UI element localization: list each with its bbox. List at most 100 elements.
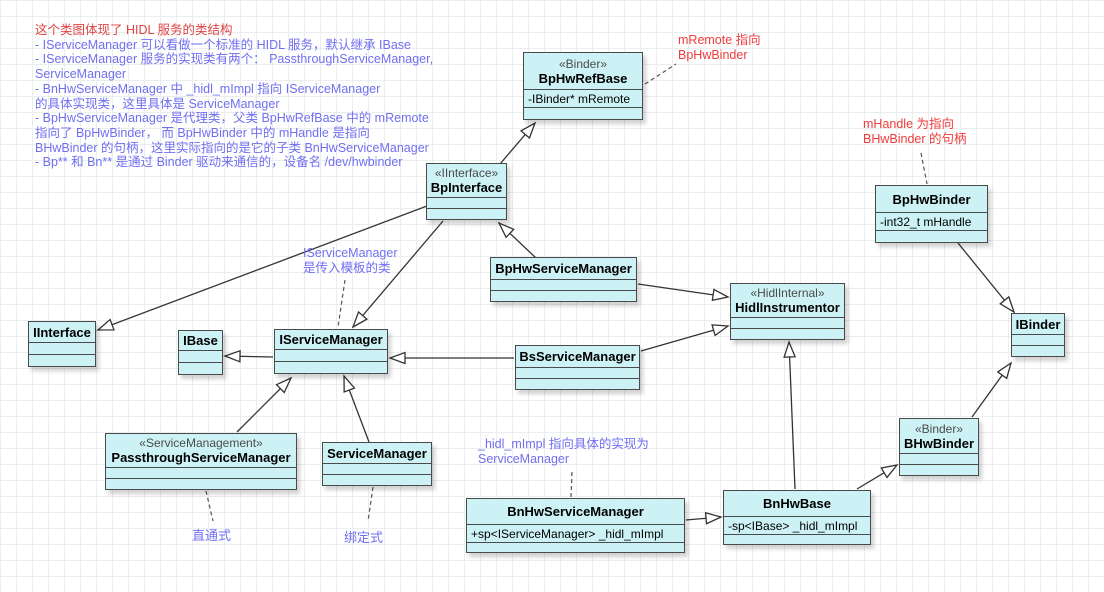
class-name: BHwBinder [903, 435, 975, 451]
empty-compartment [275, 361, 387, 373]
empty-compartment [516, 367, 639, 378]
class-servicemanager: ServiceManager [322, 442, 432, 486]
class-name: ServiceManager [327, 445, 427, 461]
edge-bphwbinder-to-ibinder [957, 242, 1016, 314]
class-header: BpHwServiceManager [491, 258, 636, 279]
empty-compartment [900, 464, 978, 475]
class-header: «Binder» BHwBinder [900, 419, 978, 453]
class-header: ServiceManager [323, 443, 431, 463]
class-name: HidlInstrumentor [735, 300, 840, 315]
note-line: mHandle 为指向 [863, 117, 954, 131]
class-header: BsServiceManager [516, 346, 639, 367]
class-passthroughservicemanager: «ServiceManagement» PassthroughServiceMa… [105, 433, 297, 490]
note-line: mRemote 指向 [678, 33, 761, 47]
empty-compartment [1012, 334, 1064, 345]
class-bphwservicemanager: BpHwServiceManager [490, 257, 637, 302]
empty-compartment [323, 463, 431, 474]
attribute-label: -IBinder* mRemote [524, 89, 642, 107]
note-link-mhandle [920, 152, 928, 185]
note-line: 是传入模板的类 [303, 261, 391, 275]
note-link-mremote [644, 63, 677, 85]
edge-bphwservicemanager-to-hidlinstrumentor [637, 283, 730, 302]
note-link-passthrough-mode [205, 490, 214, 522]
class-bhwbinder: «Binder» BHwBinder [899, 418, 979, 476]
note-link-template-param [337, 279, 346, 328]
note-line: BpHwBinder [678, 48, 748, 62]
class-header: IInterface [29, 322, 95, 342]
diagram-title: 这个类图体现了 HIDL 服务的类结构 [35, 23, 233, 37]
empty-compartment [724, 534, 870, 544]
edge-bnhwservicemanager-to-bnhwbase [685, 511, 723, 525]
edge-bnhwbase-to-hidlinstrumentor [783, 340, 797, 490]
empty-compartment [731, 317, 844, 328]
class-ibinder: IBinder [1011, 313, 1065, 357]
edge-bnhwbase-to-bhwbinder [856, 464, 899, 490]
note-line: IServiceManager [303, 246, 398, 260]
class-bsservicemanager: BsServiceManager [515, 345, 640, 390]
note-template-param: IServiceManager 是传入模板的类 [303, 246, 398, 276]
edge-bpinterface-to-bphwrefbase [499, 121, 537, 165]
class-header: BpHwBinder [876, 186, 987, 212]
empty-compartment [275, 349, 387, 361]
empty-compartment [427, 197, 506, 208]
edge-iservicemanager-to-ibase [223, 349, 274, 363]
stereotype-label: «ServiceManagement» [139, 436, 263, 450]
class-bnhwservicemanager: BnHwServiceManager +sp<IServiceManager> … [466, 498, 685, 553]
note-link-binder-mode [367, 486, 374, 522]
class-header: BnHwBase [724, 491, 870, 516]
class-hidlinstrumentor: «HidlInternal» HidlInstrumentor [730, 283, 845, 340]
class-name: IServiceManager [279, 332, 383, 347]
empty-compartment [731, 328, 844, 339]
note-line: ServiceManager [478, 452, 570, 466]
stereotype-label: «HidlInternal» [750, 286, 825, 300]
class-name: BpHwRefBase [538, 70, 628, 86]
attribute-label: -sp<IBase> _hidl_mImpl [724, 516, 870, 534]
class-name: BpHwBinder [892, 191, 971, 207]
class-header: «ServiceManagement» PassthroughServiceMa… [106, 434, 296, 467]
empty-compartment [1012, 345, 1064, 356]
class-name: BnHwServiceManager [507, 504, 644, 519]
class-bpinterface: «IInterface» BpInterface [426, 163, 507, 220]
class-header: «IInterface» BpInterface [427, 164, 506, 197]
description-line: - Bp** 和 Bn** 是通过 Binder 驱动来通信的，设备名 /dev… [35, 155, 403, 170]
class-iinterface: IInterface [28, 321, 96, 367]
empty-compartment [524, 107, 642, 119]
class-header: IServiceManager [275, 330, 387, 349]
empty-compartment [467, 542, 684, 552]
label-binder-mode: 绑定式 [344, 530, 384, 545]
class-name: BnHwBase [763, 496, 831, 511]
edge-bphwservicemanager-to-bpinterface [497, 221, 537, 259]
class-iservicemanager: IServiceManager [274, 329, 388, 374]
empty-compartment [179, 362, 222, 374]
empty-compartment [876, 230, 987, 242]
empty-compartment [427, 208, 506, 219]
class-header: IBase [179, 331, 222, 350]
description-line: - IServiceManager 可以看做一个标准的 HIDL 服务，默认继承… [35, 37, 411, 52]
empty-compartment [516, 378, 639, 389]
note-impl: _hidl_mImpl 指向具体的实现为 ServiceManager [478, 437, 649, 467]
class-name: BpHwServiceManager [495, 261, 632, 276]
note-link-impl [570, 471, 573, 498]
stereotype-label: «Binder» [558, 56, 608, 71]
note-line: BHwBinder 的句柄 [863, 132, 967, 146]
class-bphwbinder: BpHwBinder -int32_t mHandle [875, 185, 988, 243]
class-bnhwbase: BnHwBase -sp<IBase> _hidl_mImpl [723, 490, 871, 545]
empty-compartment [491, 290, 636, 301]
edge-passthroughservicemanager-to-iservicemanager [236, 376, 293, 433]
empty-compartment [106, 467, 296, 478]
description-line: 的具体实现类，这里具体是 ServiceManager [35, 96, 280, 111]
empty-compartment [29, 342, 95, 354]
note-line: _hidl_mImpl 指向具体的实现为 [478, 437, 649, 451]
empty-compartment [29, 354, 95, 366]
empty-compartment [491, 279, 636, 290]
note-mremote: mRemote 指向 BpHwBinder [678, 33, 761, 63]
attribute-label: +sp<IServiceManager> _hidl_mImpl [467, 524, 684, 542]
class-ibase: IBase [178, 330, 223, 375]
edge-bsservicemanager-to-hidlinstrumentor [640, 324, 730, 352]
description-line: - IServiceManager 服务的实现类有两个： Passthrough… [35, 52, 434, 67]
description-line: 指向了 BpHwBinder， 而 BpHwBinder 中的 mHandle … [35, 125, 370, 140]
class-header: BnHwServiceManager [467, 499, 684, 524]
stereotype-label: «Binder» [914, 421, 964, 436]
empty-compartment [323, 474, 431, 485]
class-name: BsServiceManager [519, 349, 636, 364]
